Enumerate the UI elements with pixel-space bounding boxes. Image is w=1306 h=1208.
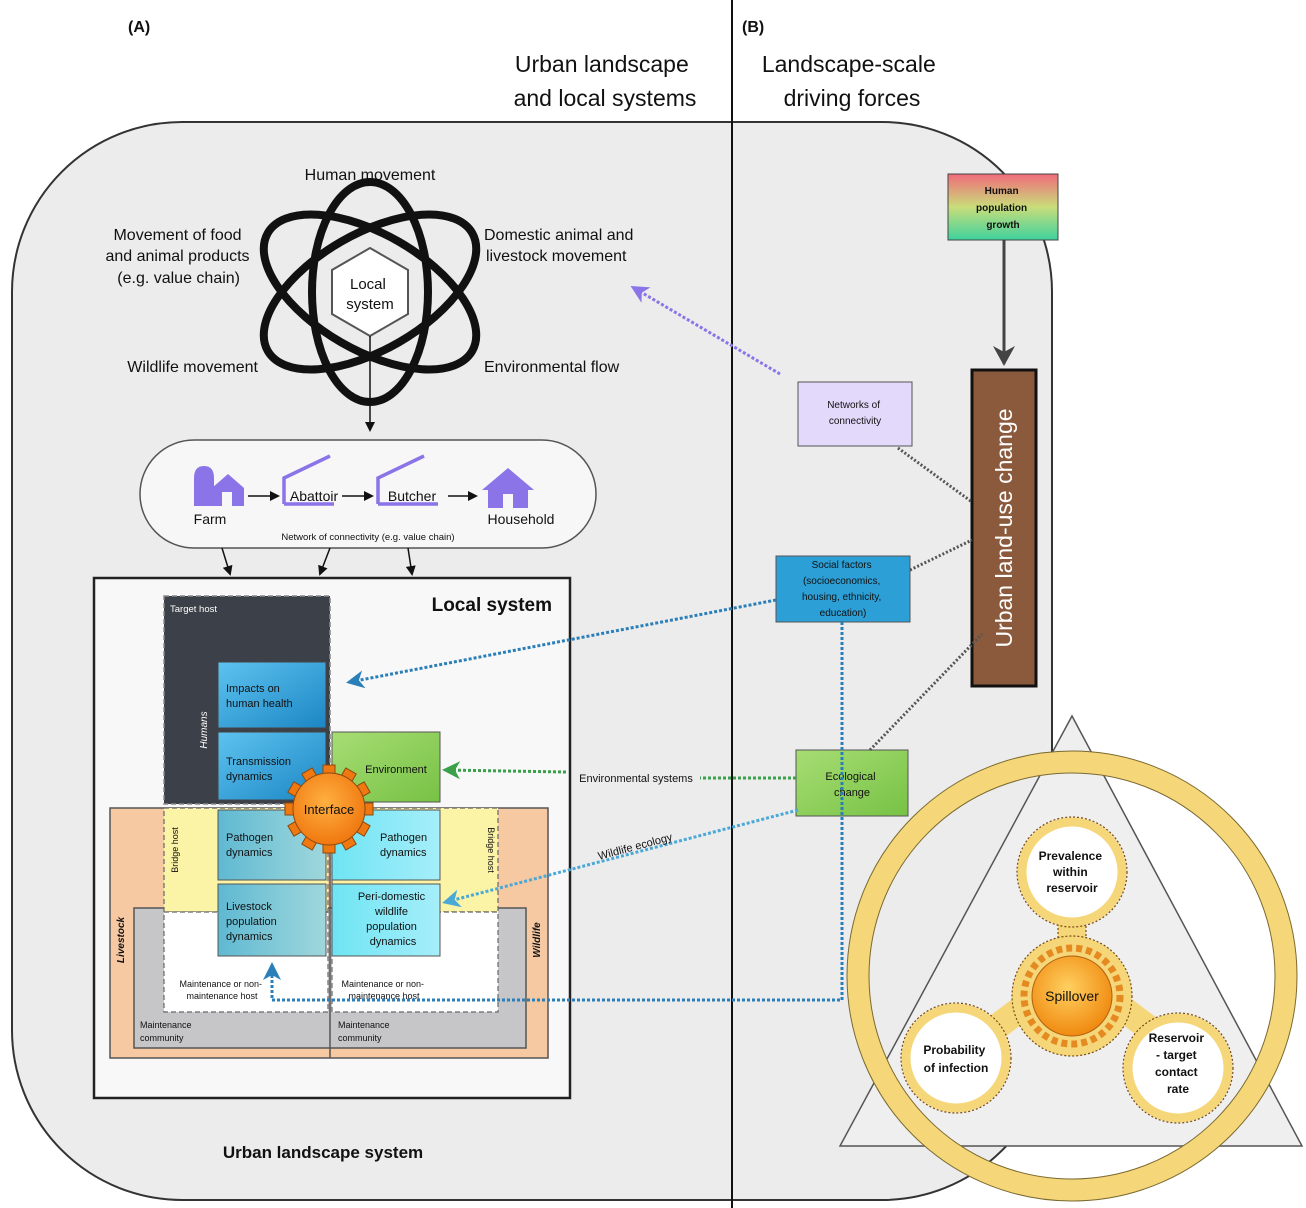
- spillover-outer-ring-edge-in: [868, 772, 1276, 1180]
- probability-label: Probability of infection: [923, 1043, 988, 1075]
- impacts-label: Impacts on human health: [226, 683, 293, 710]
- bridge-host-right-label: Bridge host: [486, 827, 496, 873]
- local-system-title: Local system: [432, 595, 552, 616]
- networks-label: Networks of connectivity: [827, 400, 883, 427]
- label-food-movement: Movement of food and animal products (e.…: [105, 227, 254, 287]
- value-chain-caption: Network of connectivity (e.g. value chai…: [281, 532, 454, 543]
- spillover-outer-ring-edge-out: [846, 750, 1298, 1202]
- land-use-bar: [970, 368, 1038, 688]
- spillover-outer-ring: [847, 751, 1297, 1201]
- abattoir-label: Abattoir: [290, 488, 339, 504]
- land-use-label: Urban land-use change: [991, 408, 1017, 647]
- livestock-label: Livestock: [116, 916, 127, 963]
- label-human-movement: Human movement: [305, 167, 436, 184]
- maintenance-host-right-label: Maintenance or non- maintenance host: [341, 979, 426, 1001]
- contact-rate-circle: [1123, 1013, 1233, 1123]
- networks-to-atom-arrow: [630, 285, 781, 376]
- spillover-core: [1031, 955, 1113, 1037]
- social-factors-label: Social factors (socioeconomics, housing,…: [802, 560, 884, 619]
- atom-diagram: Local system Human movement Movement of …: [105, 167, 638, 432]
- impacts-box: [217, 661, 327, 729]
- networks-box: [797, 381, 913, 447]
- panel-b-label: (B): [742, 19, 764, 36]
- ecological-change-box: [795, 749, 909, 817]
- oval-arrow-right: [405, 547, 416, 576]
- bridge-host-left-label: Bridge host: [170, 827, 180, 873]
- livestock-population-label: Livestock population dynamics: [226, 901, 280, 943]
- spillover-diagram: Spillover Prevalence within reservoir Pr…: [838, 714, 1304, 1202]
- ecological-change-label: Ecological change: [825, 771, 878, 799]
- prevalence-circle: [1017, 817, 1127, 927]
- panel-a-heading: Urban landscape and local systems: [514, 51, 697, 111]
- population-growth-label: Human population growth: [976, 186, 1030, 231]
- environment-label: Environment: [365, 764, 427, 776]
- wildlife-population-box: [331, 883, 441, 957]
- interface-gear-icon: [284, 764, 374, 854]
- oval-arrow-left: [221, 547, 233, 576]
- livestock-population-box: [217, 883, 327, 957]
- orbit-left: [259, 210, 481, 374]
- transmission-label: Transmission dynamics: [226, 756, 294, 783]
- pathogen-left-label: Pathogen dynamics: [226, 832, 276, 859]
- population-growth-box: [947, 173, 1059, 241]
- prevalence-label: Prevalence within reservoir: [1039, 849, 1106, 895]
- house-icon: [482, 468, 534, 508]
- panel-b-heading: Landscape-scale driving forces: [762, 51, 942, 111]
- pathogen-right-label: Pathogen dynamics: [380, 832, 430, 859]
- env-systems-arrow-head: [442, 761, 567, 780]
- label-environmental-flow: Environmental flow: [484, 359, 620, 376]
- connector-social-landuse: [909, 538, 973, 572]
- probability-circle: [901, 1003, 1011, 1113]
- butcher-label: Butcher: [388, 488, 437, 504]
- oval-arrow-middle: [318, 547, 331, 576]
- orbit-right: [259, 210, 481, 374]
- butcher-icon: [376, 454, 438, 506]
- interface-label: Interface: [304, 802, 355, 817]
- urban-landscape-system-title: Urban landscape system: [223, 1143, 423, 1162]
- maintenance-host-left-label: Maintenance or non- maintenance host: [179, 979, 264, 1001]
- maintenance-community-right-label: Maintenance community: [338, 1020, 392, 1043]
- abattoir-icon: [282, 454, 334, 506]
- farm-icon: [194, 466, 244, 506]
- wildlife-label: Wildlife: [532, 922, 543, 958]
- local-system-box: Local system Target host Humans Livestoc…: [92, 576, 572, 1100]
- value-chain: Farm Abattoir Butcher Household Network …: [139, 439, 597, 576]
- social-to-impacts-arrow: [346, 598, 777, 689]
- social-factors-box: [775, 555, 911, 623]
- household-label: Household: [488, 511, 555, 527]
- panel-a-label: (A): [128, 19, 150, 36]
- connector-networks-landuse: [897, 446, 973, 504]
- connector-ecological-landuse: [868, 632, 984, 752]
- maintenance-community-left-label: Maintenance community: [140, 1020, 194, 1043]
- target-host-label: Target host: [170, 604, 217, 615]
- farm-label: Farm: [194, 511, 227, 527]
- ecological-to-wildlife-arrow: [442, 808, 799, 908]
- social-to-livestock-arrow: [263, 622, 844, 1002]
- spillover-label: Spillover: [1045, 988, 1099, 1004]
- label-domestic-animal-movement: Domestic animal and livestock movement: [484, 227, 638, 265]
- label-wildlife-movement: Wildlife movement: [127, 359, 258, 376]
- contact-rate-label: Reservoir - target contact rate: [1149, 1031, 1208, 1096]
- humans-label: Humans: [199, 711, 210, 748]
- atom-center-label: Local system: [346, 276, 394, 313]
- wildlife-population-label: Peri-domestic wildlife population dynami…: [358, 891, 428, 948]
- environmental-systems-label: Environmental systems: [579, 773, 693, 785]
